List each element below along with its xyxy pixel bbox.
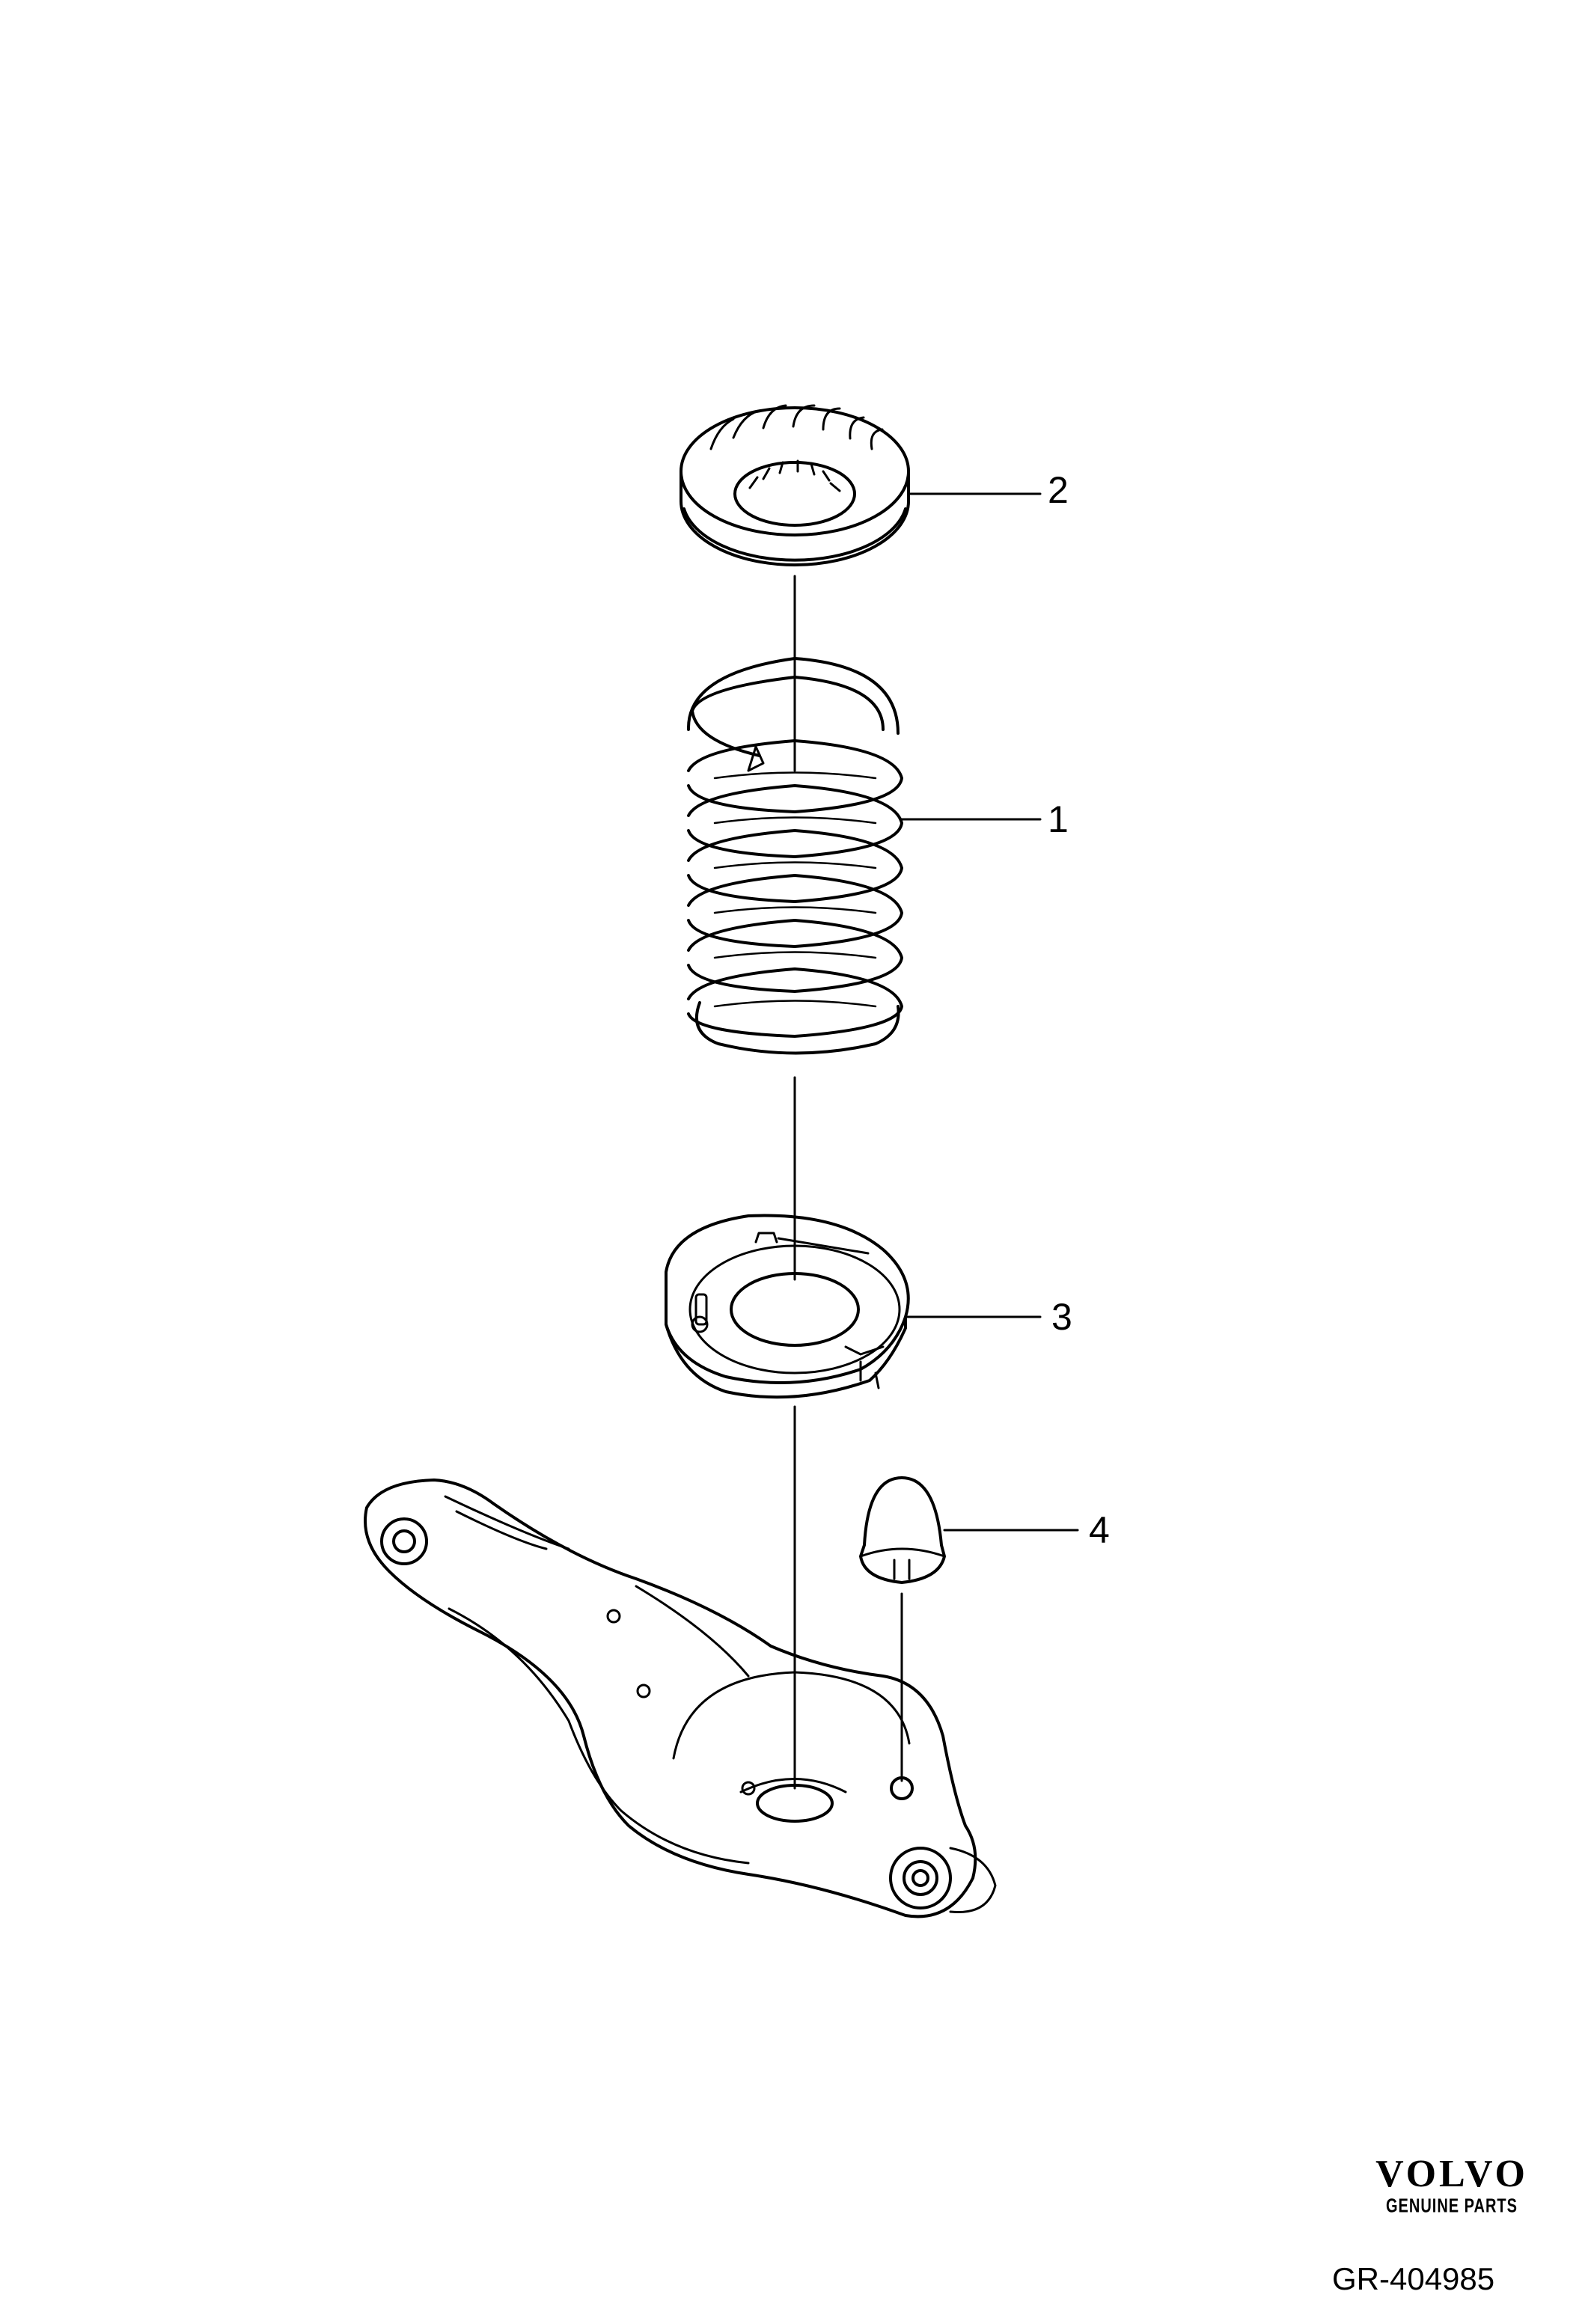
coil-spring — [686, 657, 903, 1055]
callout-number-2: 2 — [1048, 469, 1069, 511]
callout-number-4: 4 — [1089, 1509, 1110, 1551]
lower-spring-seat — [665, 1214, 910, 1399]
callout-number-3: 3 — [1051, 1296, 1072, 1338]
callout-number-1: 1 — [1048, 798, 1069, 840]
brand-name: VOLVO — [1375, 2153, 1528, 2195]
volvo-logo: VOLVO GENUINE PARTS — [1362, 2153, 1542, 2218]
upper-spring-seat — [680, 404, 910, 566]
cap-part — [859, 1476, 946, 1584]
assembly-axis — [793, 575, 903, 1790]
control-arm — [364, 1479, 997, 1918]
brand-tagline: GENUINE PARTS — [1386, 2195, 1518, 2218]
reference-number: GR-404985 — [1332, 2261, 1495, 2296]
